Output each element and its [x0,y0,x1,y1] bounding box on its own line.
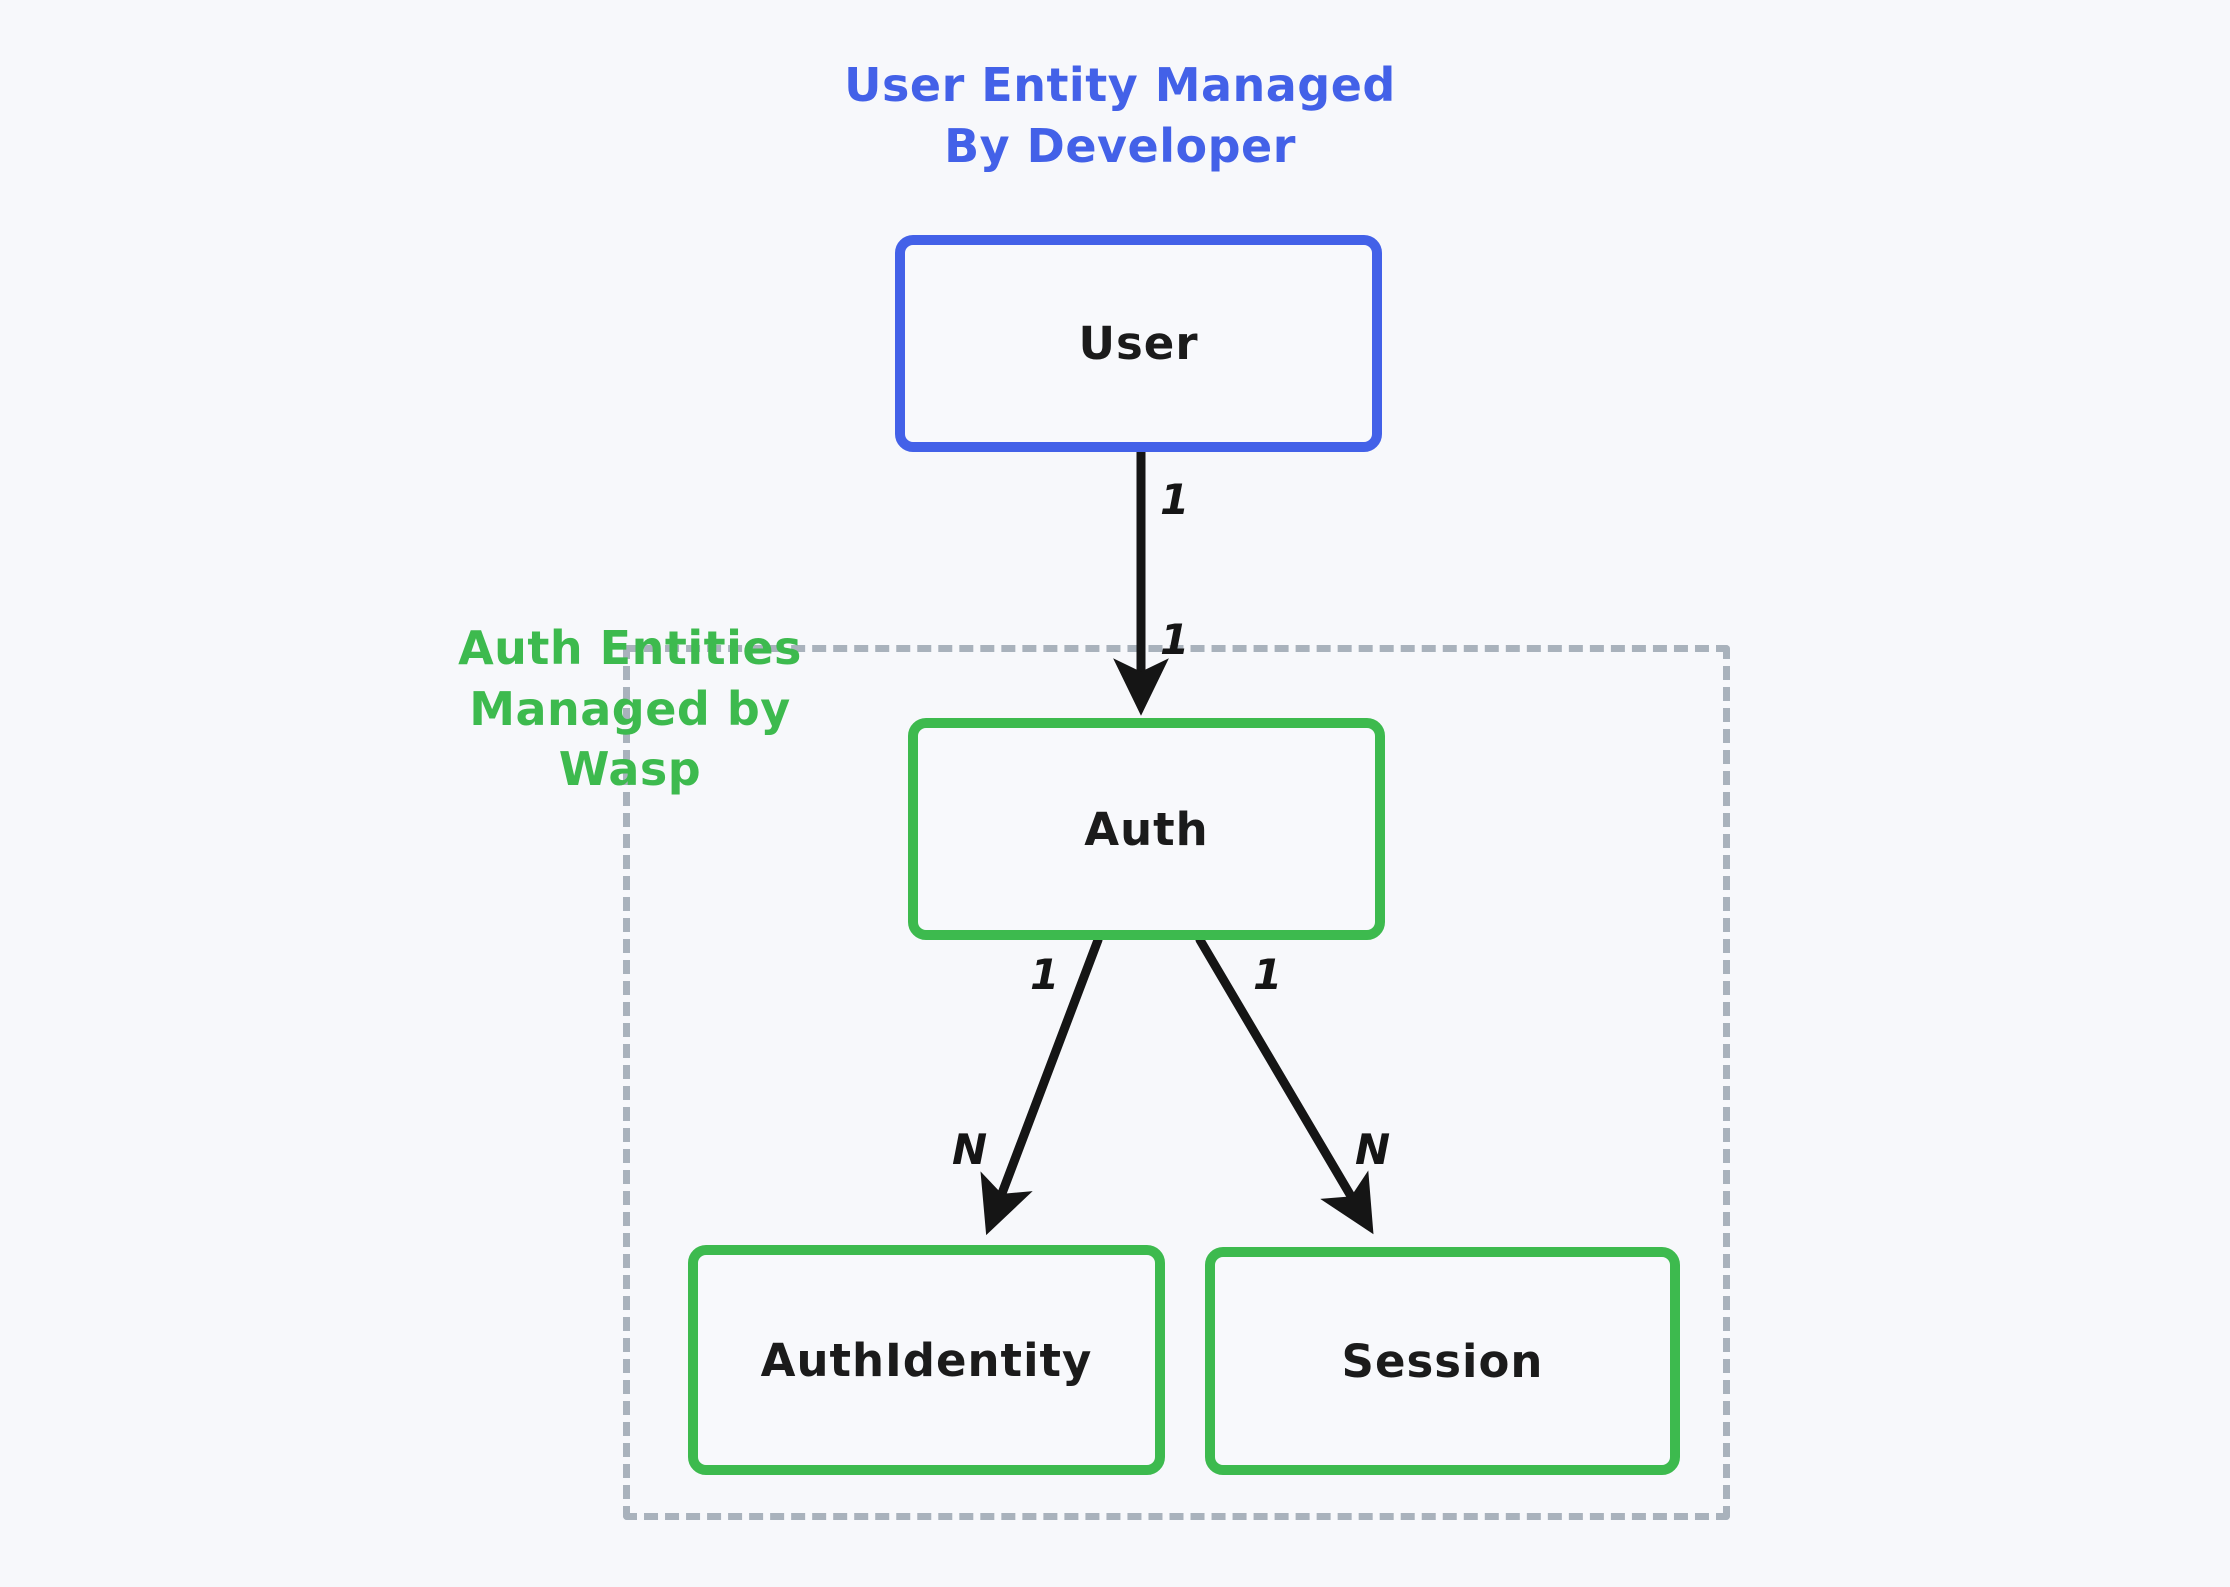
group-container-wasp [623,645,1730,1520]
edge-label-auth-authidentity-source: 1 [1030,950,1060,999]
entity-label-auth: Auth [1084,802,1209,856]
entity-label-session: Session [1341,1334,1544,1388]
group-title-developer: User Entity Managed By Developer [844,58,1396,173]
entity-node-session[interactable]: Session [1205,1247,1680,1475]
edge-label-user-auth-source: 1 [1160,475,1190,524]
entity-label-authidentity: AuthIdentity [760,1333,1093,1387]
entity-label-user: User [1078,317,1199,370]
entity-node-user[interactable]: User [895,235,1382,452]
edge-label-user-auth-target: 1 [1160,615,1190,664]
entity-node-authidentity[interactable]: AuthIdentity [688,1245,1165,1475]
edge-label-auth-authidentity-target: N [952,1125,988,1174]
edge-label-auth-session-target: N [1355,1125,1391,1174]
group-title-wasp: Auth Entities Managed by Wasp [458,621,802,797]
entity-node-auth[interactable]: Auth [908,718,1385,940]
edge-label-auth-session-source: 1 [1253,950,1283,999]
